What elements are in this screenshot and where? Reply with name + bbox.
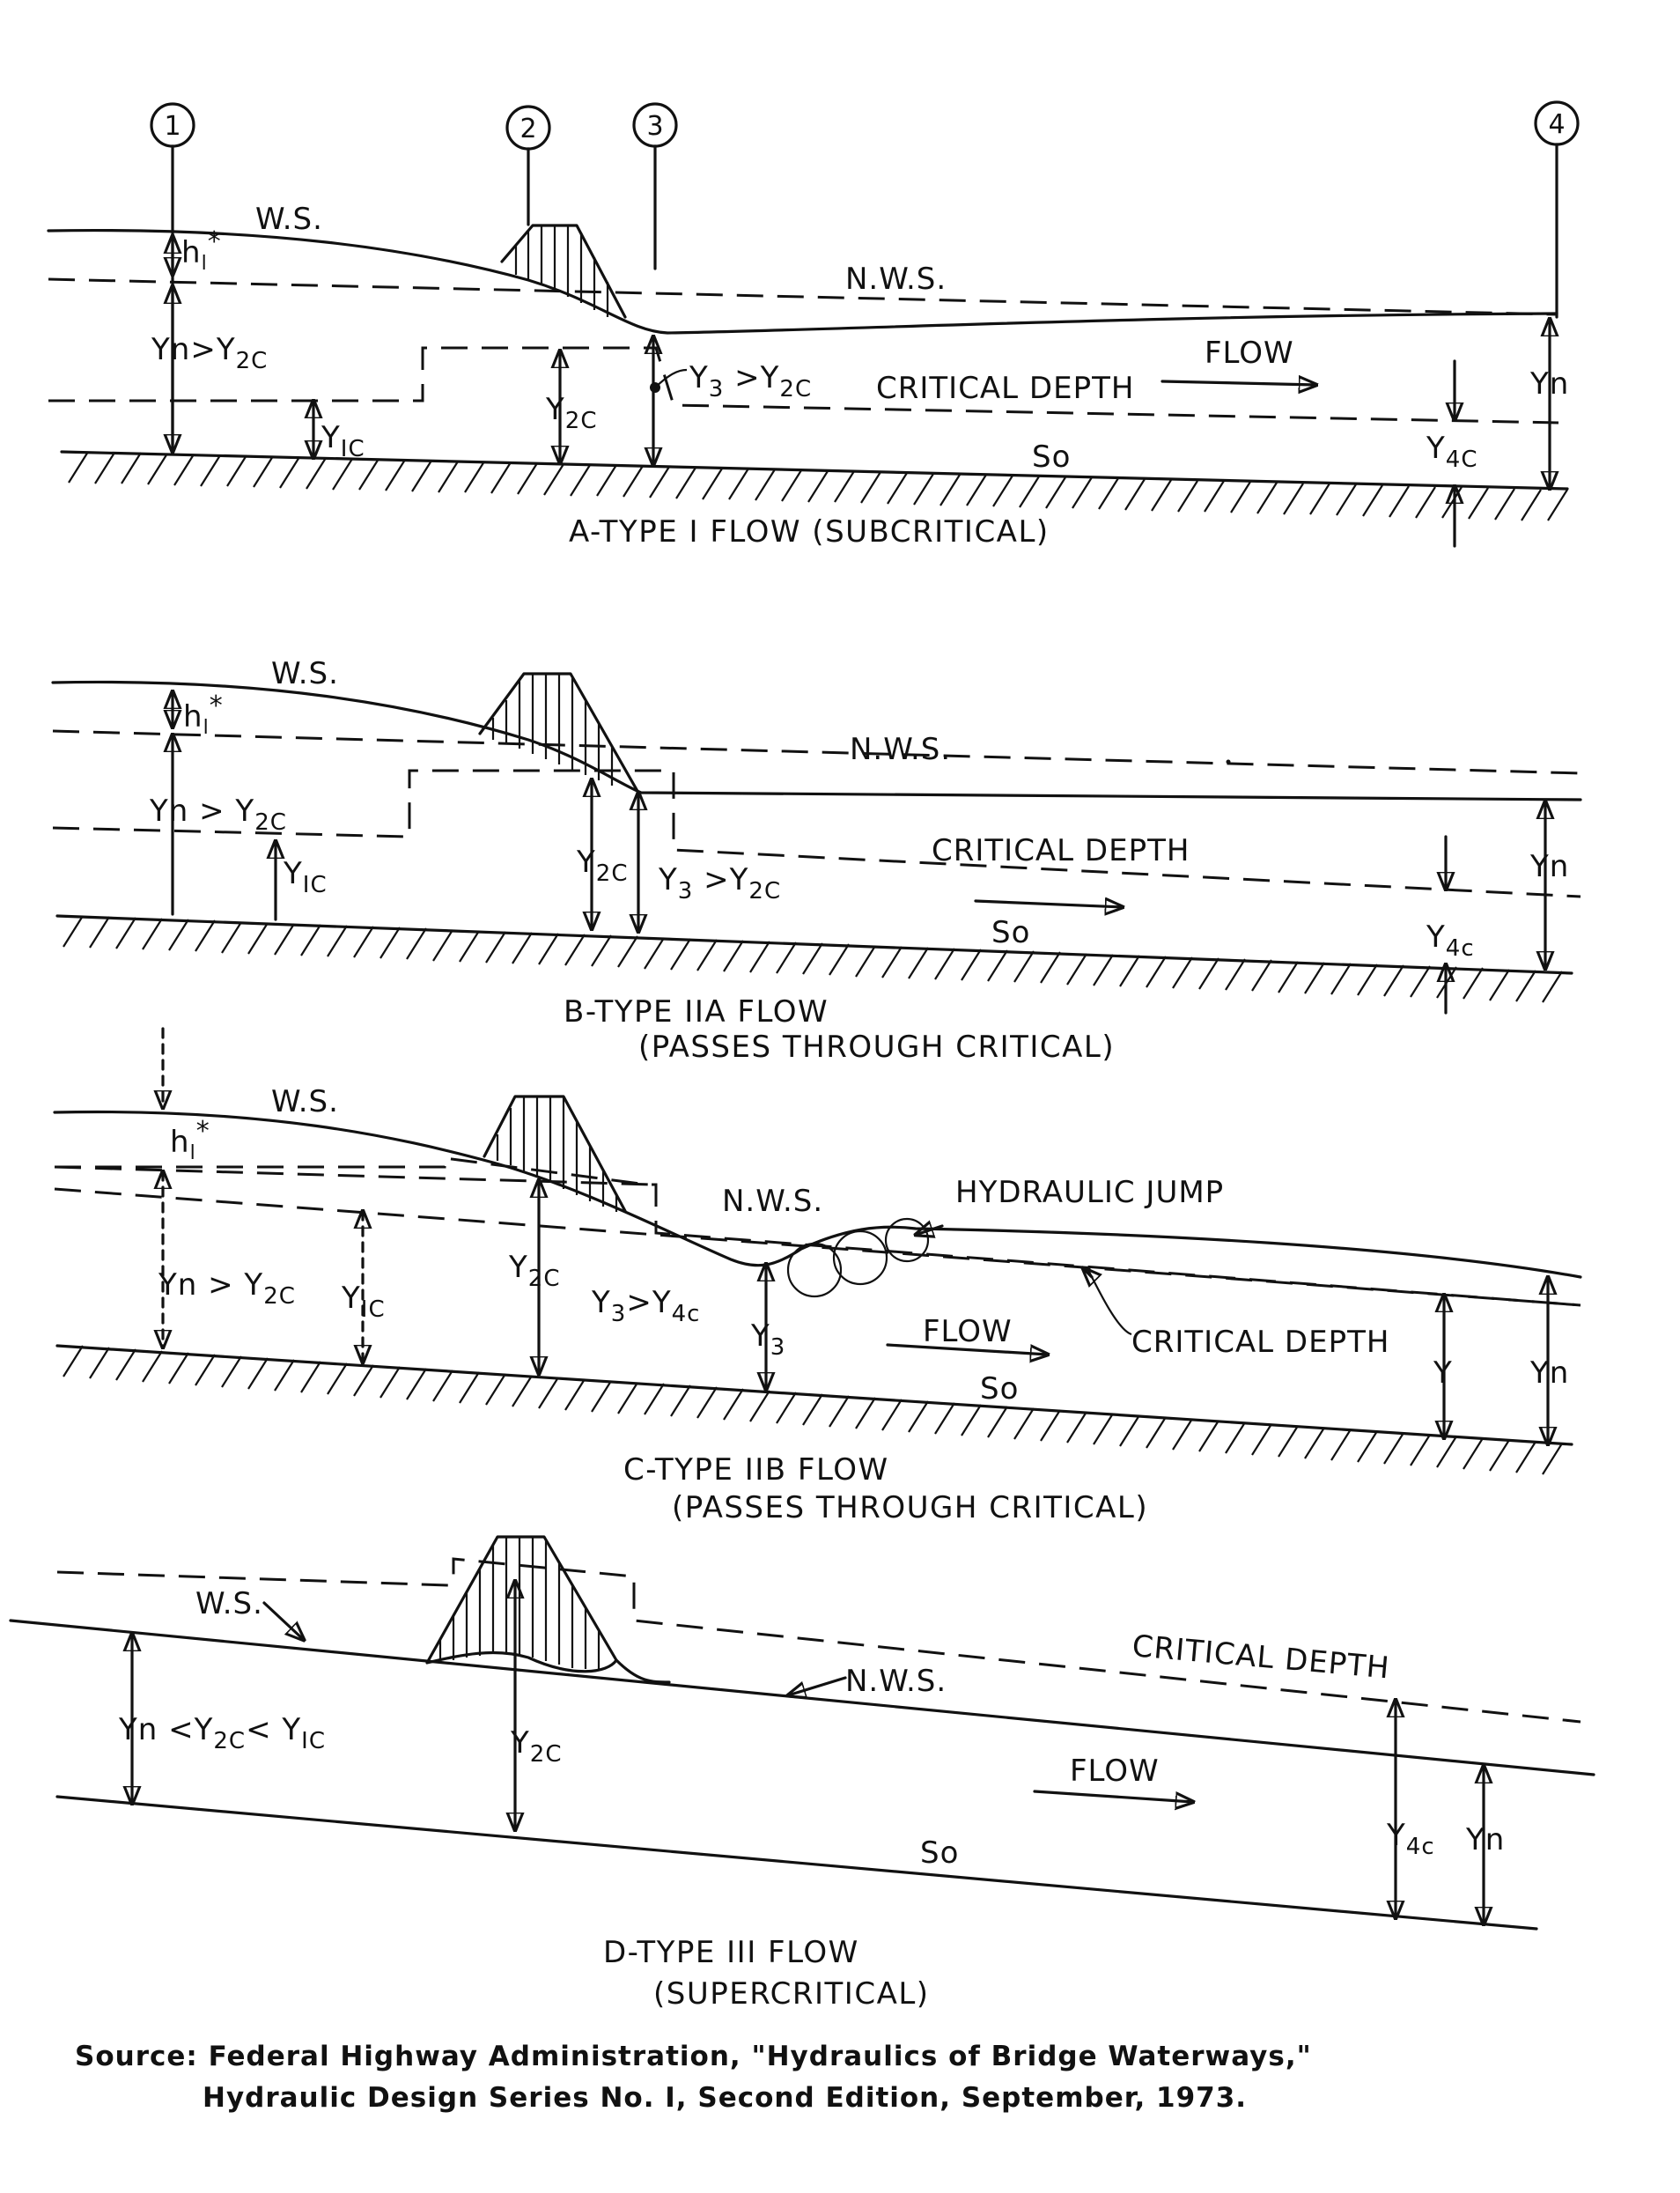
y2c-label-c: Y2C bbox=[508, 1250, 560, 1292]
panel-b-type-2a-flow: W.S. hl* N.W.S. Yn > Y2C YIC Y2C Y3 >Y2C… bbox=[51, 656, 1582, 1065]
caption-b: B-TYPE IIA FLOW bbox=[564, 994, 829, 1030]
y3b-label-c: Y3 bbox=[750, 1318, 785, 1361]
so-label-d: So bbox=[920, 1835, 959, 1871]
y3-label-c: Y3>Y4c bbox=[591, 1285, 700, 1327]
source-citation: Source: Federal Highway Administration, … bbox=[75, 2041, 1312, 2114]
ws-label-d: W.S. bbox=[195, 1586, 263, 1621]
ws-label-b: W.S. bbox=[271, 656, 339, 691]
panel-c-type-2b-flow: W.S. hl* N.W.S. HYDRAULIC JUMP Yn > Y2C … bbox=[53, 1027, 1582, 1525]
y3-label-a: Y3 >Y2C bbox=[689, 360, 812, 402]
critical-depth-a bbox=[48, 346, 1559, 425]
yn-right-label-d: Yn bbox=[1465, 1822, 1505, 1857]
y2c-label-b: Y2C bbox=[576, 845, 628, 887]
nws-label-a: N.W.S. bbox=[845, 262, 947, 297]
critical-depth-label-b: CRITICAL DEPTH bbox=[932, 833, 1190, 868]
section-marker-2: 2 bbox=[505, 105, 551, 226]
hydraulic-jump-rollers bbox=[786, 1217, 944, 1298]
marker-3-label: 3 bbox=[646, 111, 663, 142]
flow-label-a: FLOW bbox=[1205, 336, 1294, 371]
critical-depth-b bbox=[52, 769, 1581, 898]
y2c-label-a: Y2C bbox=[545, 392, 597, 434]
channel-bed-b bbox=[55, 914, 1573, 975]
flow-label-c: FLOW bbox=[923, 1314, 1013, 1349]
embankment-c bbox=[483, 1095, 627, 1213]
bed-hatching-a bbox=[68, 451, 1568, 521]
hydraulic-jump-label: HYDRAULIC JUMP bbox=[955, 1175, 1224, 1210]
y4c-label-d: Y4c bbox=[1386, 1818, 1435, 1860]
nws-line-c bbox=[54, 1187, 1581, 1307]
channel-bed-d bbox=[55, 1795, 1538, 1931]
marker-1-label: 1 bbox=[164, 111, 181, 142]
caption-c: C-TYPE IIB FLOW bbox=[623, 1452, 889, 1488]
yn-right-label-c: Yn bbox=[1529, 1355, 1569, 1391]
y-label-c: Y bbox=[1433, 1355, 1453, 1391]
channel-bed-c bbox=[55, 1344, 1573, 1446]
water-surface-b bbox=[51, 680, 1582, 801]
y2c-label-d: Y2C bbox=[510, 1725, 562, 1768]
hl-label-b: hl* bbox=[183, 690, 224, 739]
panel-d-type-3-flow: W.S. N.W.S. CRITICAL DEPTH Yn <Y2C< YIC … bbox=[9, 1535, 1595, 2012]
ws-label-c: W.S. bbox=[271, 1084, 339, 1119]
y4c-label-a: Y4C bbox=[1426, 431, 1477, 473]
y4c-label-b: Y4c bbox=[1426, 919, 1475, 962]
critical-depth-d bbox=[56, 1557, 1581, 1724]
so-label-a: So bbox=[1032, 439, 1071, 475]
source-line-1: Source: Federal Highway Administration, … bbox=[75, 2041, 1312, 2072]
caption-b-line2: (PASSES THROUGH CRITICAL) bbox=[638, 1030, 1115, 1065]
yn-right-label-b: Yn bbox=[1529, 849, 1569, 884]
yn-label-b: Yn > Y2C bbox=[149, 794, 287, 836]
hl-label-c: hl* bbox=[170, 1116, 210, 1164]
flow-label-d: FLOW bbox=[1070, 1754, 1160, 1789]
water-surface-a bbox=[47, 228, 1558, 335]
section-marker-3: 3 bbox=[632, 102, 678, 270]
source-line-2: Hydraulic Design Series No. I, Second Ed… bbox=[203, 2082, 1247, 2114]
y1c-label-a: YIC bbox=[321, 420, 365, 462]
ws-label-a: W.S. bbox=[255, 202, 323, 237]
nws-label-d: N.W.S. bbox=[845, 1664, 947, 1699]
critical-depth-c bbox=[55, 1156, 1581, 1307]
yn-label-d: Yn <Y2C< YIC bbox=[118, 1712, 326, 1754]
channel-bed-a bbox=[60, 450, 1569, 491]
embankment-b bbox=[478, 672, 640, 794]
bed-hatching-b bbox=[63, 915, 1563, 1003]
hl-label-a: hl* bbox=[181, 226, 222, 275]
marker-4-label: 4 bbox=[1548, 109, 1565, 140]
y1c-label-b: YIC bbox=[283, 856, 328, 898]
caption-d-line2: (SUPERCRITICAL) bbox=[653, 1976, 930, 2012]
yn-label-c: Yn > Y2C bbox=[158, 1267, 296, 1310]
water-surface-d bbox=[9, 1619, 1595, 1776]
nws-line-b bbox=[52, 729, 1581, 775]
nws-label-c: N.W.S. bbox=[722, 1184, 823, 1219]
y3-label-b: Y3 >Y2C bbox=[658, 862, 781, 905]
caption-c-line2: (PASSES THROUGH CRITICAL) bbox=[672, 1490, 1148, 1525]
nws-label-b: N.W.S. bbox=[850, 732, 951, 767]
caption-a: A-TYPE I FLOW (SUBCRITICAL) bbox=[569, 514, 1050, 550]
embankment-a bbox=[500, 224, 627, 319]
panel-a-type-1-flow: 1 2 3 4 bbox=[47, 100, 1580, 550]
bed-hatching-c bbox=[63, 1345, 1563, 1475]
y1c-label-c: YIC bbox=[341, 1281, 386, 1323]
nws-line-a bbox=[48, 277, 1558, 316]
critical-depth-label-c: CRITICAL DEPTH bbox=[1131, 1325, 1389, 1360]
marker-2-label: 2 bbox=[519, 114, 536, 144]
so-label-c: So bbox=[980, 1371, 1019, 1407]
section-marker-4: 4 bbox=[1534, 100, 1580, 319]
yn-label-a: Yn>Y2C bbox=[151, 332, 268, 374]
caption-d: D-TYPE III FLOW bbox=[603, 1935, 859, 1970]
critical-depth-label-a: CRITICAL DEPTH bbox=[876, 371, 1134, 406]
yn-right-label-a: Yn bbox=[1529, 366, 1569, 402]
so-label-b: So bbox=[991, 915, 1030, 950]
